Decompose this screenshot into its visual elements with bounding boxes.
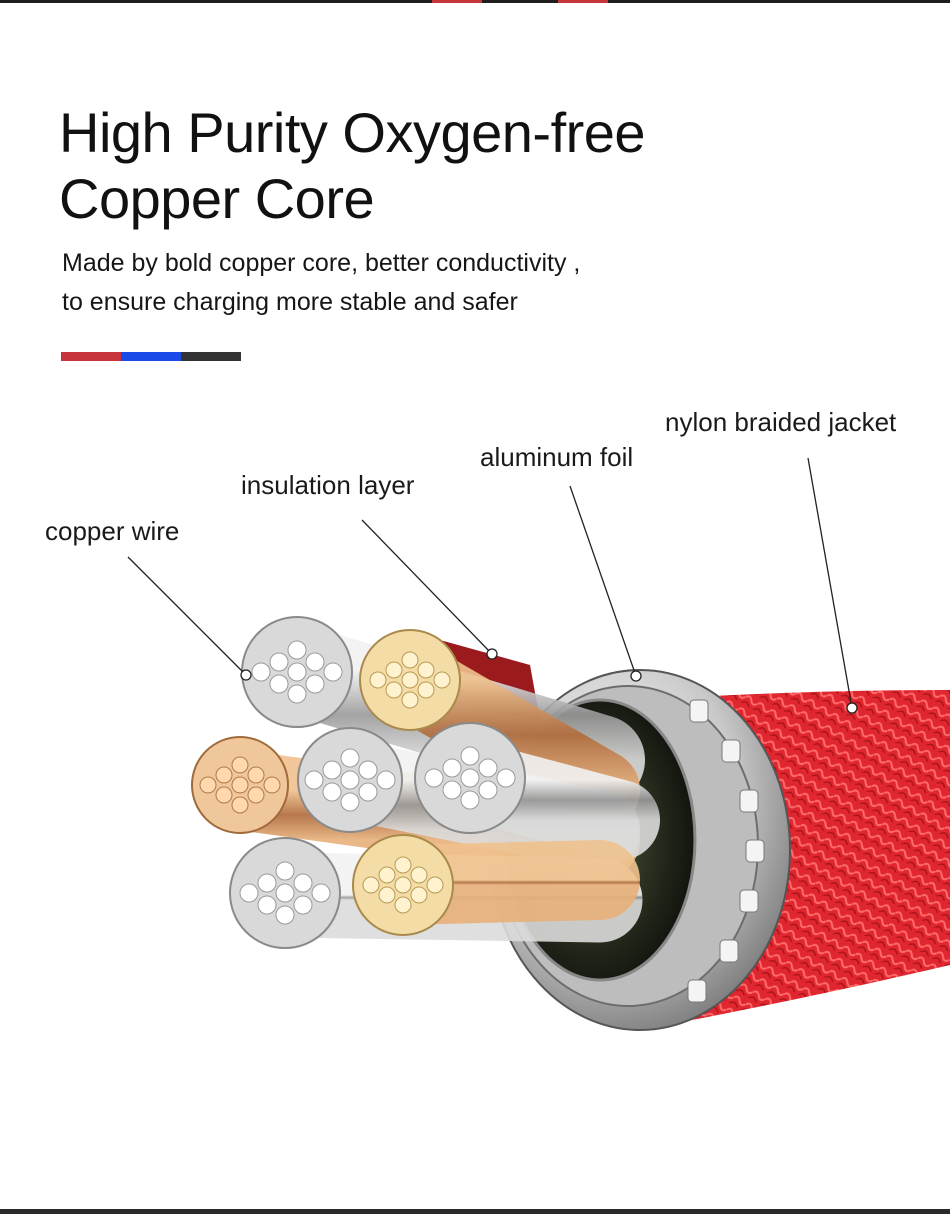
top-accent-segment	[558, 0, 608, 3]
callout-aluminum-foil: aluminum foil	[480, 442, 634, 472]
callout-leader-lines	[127, 457, 858, 714]
accent-dark-segment	[181, 352, 241, 361]
subtitle-line-1: Made by bold copper core, better conduct…	[62, 249, 581, 277]
top-border-strip	[0, 0, 950, 3]
bottom-border-strip	[0, 1209, 950, 1214]
page-subtitle: Made by bold copper core, better conduct…	[62, 244, 862, 322]
accent-color-bar	[61, 352, 241, 361]
top-accent-segment	[432, 0, 482, 3]
title-line-2: Copper Core	[59, 167, 375, 230]
callout-copper-wire: copper wire	[45, 516, 180, 546]
accent-red-segment	[61, 352, 121, 361]
subtitle-line-2: to ensure charging more stable and safer	[62, 288, 518, 316]
accent-blue-segment	[121, 352, 181, 361]
callout-nylon-braided-jacket: nylon braided jacket	[665, 407, 897, 437]
callout-insulation-layer: insulation layer	[241, 470, 415, 500]
title-line-1: High Purity Oxygen-free	[59, 101, 646, 164]
page-title: High Purity Oxygen-free Copper Core	[59, 100, 859, 232]
cable-cross-section-illustration	[127, 457, 950, 1031]
strand-dots	[199, 640, 516, 925]
